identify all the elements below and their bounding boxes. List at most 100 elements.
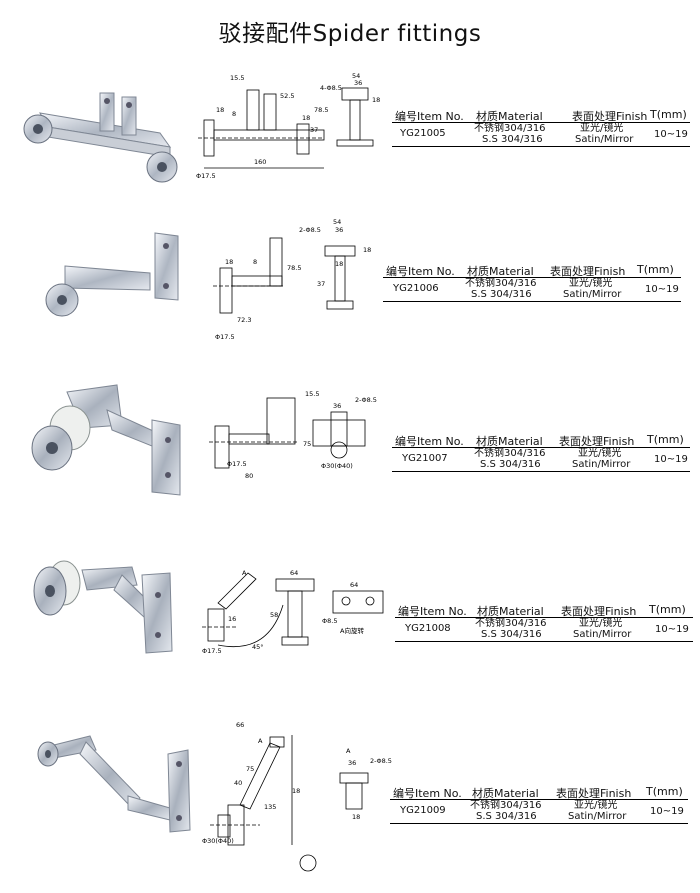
dimension-label: 18 — [302, 114, 310, 122]
finish-cn: 亚光/镜光 — [579, 618, 623, 629]
dimension-label: 36 — [333, 402, 341, 410]
material-cn: 不锈钢304/316 — [474, 123, 546, 134]
finish-cn: 亚光/镜光 — [574, 800, 618, 811]
dimension-label: A — [242, 569, 247, 577]
material-header: 材质Material — [477, 605, 544, 618]
finish-cn: 亚光/镜光 — [569, 278, 613, 289]
spec-table: 编号Item No. 材质Material 表面处理Finish T(mm) Y… — [392, 433, 692, 473]
material-en: S.S 304/316 — [481, 629, 542, 640]
spec-table: 编号Item No. 材质Material 表面处理Finish T(mm) Y… — [395, 603, 695, 643]
material-header: 材质Material — [472, 787, 539, 800]
finish-header: 表面处理Finish — [572, 110, 648, 123]
dimension-label: 40 — [234, 779, 242, 787]
dimension-label: 160 — [254, 158, 266, 166]
product-photo — [37, 735, 191, 833]
finish-en: Satin/Mirror — [568, 811, 627, 822]
item-no: YG21008 — [405, 623, 451, 634]
technical-drawing: 15.5 36 2-Φ8.5 75 Φ17.5 80 Φ30(Φ40) — [209, 390, 377, 480]
technical-drawing: 15.5 18 8 52.5 78.5 18 37 160 Φ17.5 4-Φ8… — [196, 72, 380, 180]
dimension-label: 54 — [333, 218, 341, 226]
dimension-label: 75 — [246, 765, 254, 773]
product-photo — [23, 92, 178, 183]
dimension-label: 64 — [290, 569, 298, 577]
dimension-label: 8 — [232, 110, 236, 118]
item-no-header: 编号Item No. — [395, 110, 464, 123]
technical-drawing: A 64 16 Φ17.5 58 45° 64 Φ8.5 A向旋转 — [202, 569, 384, 655]
dimension-label: Φ17.5 — [196, 172, 216, 180]
finish-en: Satin/Mirror — [573, 629, 632, 640]
dimension-label: 37 — [317, 280, 325, 288]
item-no-header: 编号Item No. — [398, 605, 467, 618]
dimension-label: 2-Φ8.5 — [355, 396, 377, 404]
dimension-label: Φ30(Φ40) — [321, 462, 353, 470]
finish-header: 表面处理Finish — [556, 787, 632, 800]
spec-table: 编号Item No. 材质Material 表面处理Finish T(mm) Y… — [383, 263, 683, 303]
material-en: S.S 304/316 — [476, 811, 537, 822]
thickness: 10~19 — [645, 284, 679, 295]
material-header: 材质Material — [467, 265, 534, 278]
material-cn: 不锈钢304/316 — [475, 618, 547, 629]
thickness-header: T(mm) — [646, 785, 683, 798]
dimension-label: 18 — [372, 96, 380, 104]
dimension-label: Φ17.5 — [215, 333, 235, 341]
thickness: 10~19 — [654, 454, 688, 465]
technical-drawing: 66 A 75 40 135 18 Φ30(Φ40) A 36 2-Φ8.5 1… — [202, 721, 392, 872]
dimension-label: 64 — [350, 581, 358, 589]
dimension-label: A — [346, 747, 351, 755]
material-cn: 不锈钢304/316 — [474, 448, 546, 459]
item-no: YG21005 — [400, 128, 446, 139]
material-cn: 不锈钢304/316 — [465, 278, 537, 289]
dimension-label: A向旋转 — [340, 626, 364, 635]
dimension-label: 18 — [216, 106, 224, 114]
spec-table: 编号Item No. 材质Material 表面处理Finish T(mm) Y… — [390, 785, 690, 825]
material-header: 材质Material — [476, 110, 543, 123]
finish-cn: 亚光/镜光 — [578, 448, 622, 459]
dimension-label: 18 — [363, 246, 371, 254]
dimension-label: 18 — [292, 787, 300, 795]
finish-cn: 亚光/镜光 — [580, 123, 624, 134]
dimension-label: 58 — [270, 611, 278, 619]
dimension-label: A — [258, 737, 263, 745]
item-no-header: 编号Item No. — [386, 265, 455, 278]
material-en: S.S 304/316 — [480, 459, 541, 470]
finish-header: 表面处理Finish — [561, 605, 637, 618]
dimension-label: 45° — [252, 643, 264, 651]
dimension-label: 2-Φ8.5 — [370, 757, 392, 765]
product-photo — [31, 384, 181, 496]
dimension-label: 80 — [245, 472, 253, 480]
item-no-header: 编号Item No. — [395, 435, 464, 448]
dimension-label: 36 — [354, 79, 362, 87]
dimension-label: 135 — [264, 803, 276, 811]
dimension-label: 36 — [335, 226, 343, 234]
finish-en: Satin/Mirror — [572, 459, 631, 470]
dimension-label: 4-Φ8.5 — [320, 84, 342, 92]
dimension-label: 66 — [236, 721, 244, 729]
product-photo — [45, 232, 179, 317]
dimension-label: 18 — [225, 258, 233, 266]
finish-header: 表面处理Finish — [550, 265, 626, 278]
dimension-label: Φ30(Φ40) — [202, 837, 234, 845]
item-no: YG21006 — [393, 283, 439, 294]
material-en: S.S 304/316 — [471, 289, 532, 300]
dimension-label: 8 — [253, 258, 257, 266]
dimension-label: 15.5 — [230, 74, 244, 82]
dimension-label: 78.5 — [314, 106, 328, 114]
finish-en: Satin/Mirror — [575, 134, 634, 145]
dimension-label: 18 — [335, 260, 343, 268]
technical-drawing: 18 8 78.5 72.3 Φ17.5 2-Φ8.5 54 36 18 18 … — [213, 218, 371, 341]
thickness-header: T(mm) — [637, 263, 674, 276]
dimension-label: Φ17.5 — [202, 647, 222, 655]
thickness-header: T(mm) — [649, 603, 686, 616]
dimension-label: 54 — [352, 72, 360, 80]
page-title: 驳接配件Spider fittings — [218, 21, 482, 47]
dimension-label: Φ8.5 — [322, 617, 337, 625]
material-cn: 不锈钢304/316 — [470, 800, 542, 811]
finish-en: Satin/Mirror — [563, 289, 622, 300]
spec-table: 编号Item No. 材质Material 表面处理Finish T(mm) Y… — [392, 108, 692, 148]
product-photo — [33, 560, 173, 654]
dimension-label: 16 — [228, 615, 236, 623]
thickness-header: T(mm) — [650, 108, 687, 121]
dimension-label: 75 — [303, 440, 311, 448]
dimension-label: 72.3 — [237, 316, 251, 324]
dimension-label: 52.5 — [280, 92, 294, 100]
